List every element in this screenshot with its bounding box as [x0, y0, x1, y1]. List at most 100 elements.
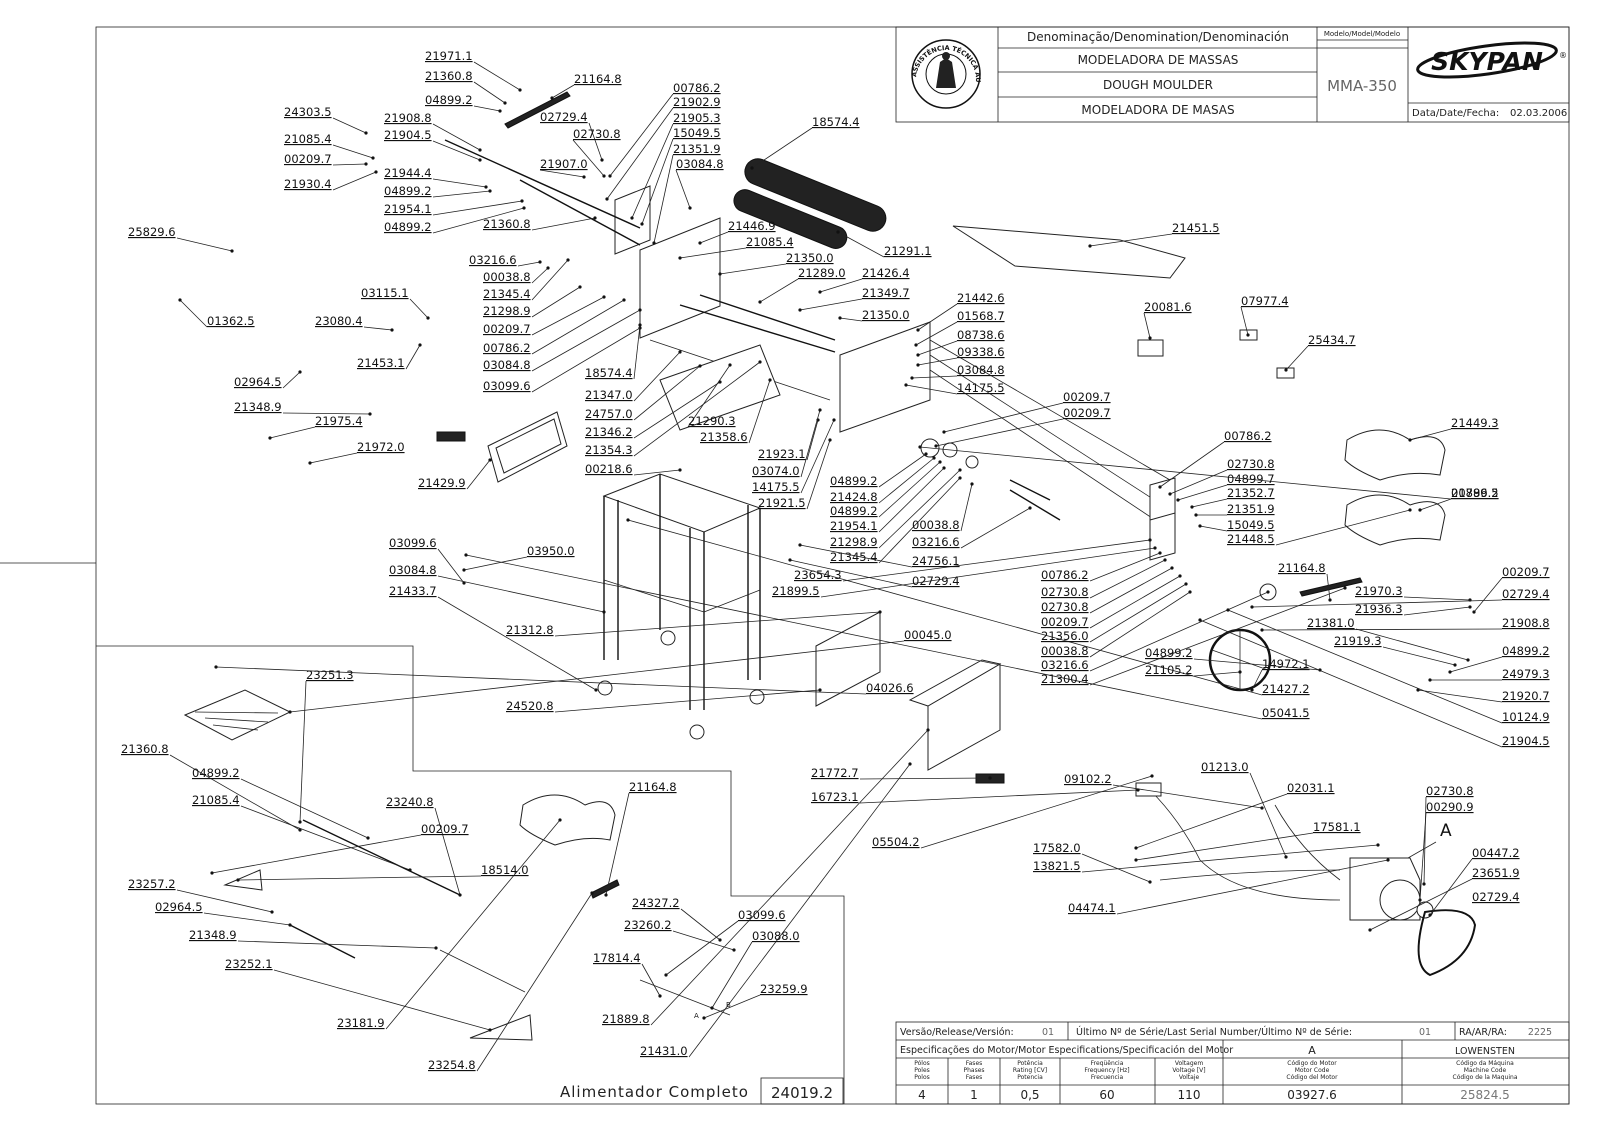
- leader-dot: [678, 468, 682, 472]
- ra-label: RA/AR/RA:: [1459, 1027, 1507, 1038]
- part-label: 00786.2: [483, 341, 531, 355]
- spec-header: Pólos: [914, 1060, 930, 1067]
- part-label: 03115.1: [361, 286, 409, 300]
- leader-line: [680, 908, 721, 941]
- leader-dot: [1466, 658, 1470, 662]
- part-label: 21433.7: [389, 584, 437, 598]
- leader-dot: [408, 868, 412, 872]
- leader-dot: [1416, 688, 1420, 692]
- leader-dot: [1198, 618, 1202, 622]
- part-label: 23080.4: [315, 314, 363, 328]
- part-label: 21352.7: [1227, 486, 1275, 500]
- leader-line: [211, 834, 422, 874]
- leader-dot: [458, 893, 462, 897]
- leader-line: [531, 299, 625, 355]
- leader-dot: [582, 175, 586, 179]
- leader-line: [237, 875, 482, 881]
- leader-line: [1135, 793, 1288, 849]
- leader-dot: [1246, 333, 1250, 337]
- leader-line: [859, 777, 991, 780]
- leader-line: [551, 84, 575, 99]
- spec-header: Código do Motor: [1287, 1060, 1337, 1067]
- leader-dot: [1198, 524, 1202, 528]
- leader-dot: [1266, 590, 1270, 594]
- leader-line: [473, 61, 521, 91]
- leader-dot: [230, 249, 234, 253]
- leader-dot: [970, 482, 974, 486]
- part-label: 21300.4: [1041, 672, 1089, 686]
- leader-dot: [605, 197, 609, 201]
- leader-line: [1227, 609, 1503, 724]
- part-label: 03099.6: [738, 908, 786, 922]
- leader-line: [466, 459, 491, 490]
- motor-spec-label: Especificações do Motor/Motor Especifica…: [900, 1045, 1233, 1056]
- denomination-header: Denominação/Denomination/Denominación: [1027, 30, 1289, 44]
- part-label: 02730.8: [1041, 600, 1089, 614]
- leader-line: [1275, 509, 1411, 546]
- part-label: 21298.9: [830, 535, 878, 549]
- part-label: 00786.2: [1041, 568, 1089, 582]
- name-pt: MODELADORA DE MASSAS: [1078, 53, 1239, 67]
- leader-line: [517, 261, 541, 267]
- part-label: 00038.8: [912, 518, 960, 532]
- leader-line: [719, 263, 787, 275]
- part-label: 02729.4: [1472, 890, 1520, 904]
- part-label: 21291.1: [884, 244, 932, 258]
- leader-dot: [838, 316, 842, 320]
- leader-line: [572, 139, 605, 177]
- leader-dot: [798, 308, 802, 312]
- part-label: 21356.0: [1041, 629, 1089, 643]
- part-label: 21085.4: [746, 235, 794, 249]
- part-label: 21899.5: [1451, 486, 1499, 500]
- leader-line: [1403, 606, 1471, 616]
- leader-dot: [836, 230, 840, 234]
- part-label: 21427.2: [1262, 682, 1310, 696]
- leader-dot: [1408, 438, 1412, 442]
- leader-line: [363, 326, 393, 331]
- leader-dot: [626, 518, 630, 522]
- leader-dot: [658, 994, 662, 998]
- leader-dot: [918, 445, 922, 449]
- leader-line: [748, 379, 771, 444]
- leader-line: [837, 231, 885, 258]
- leader-dot: [1134, 846, 1138, 850]
- authorized-service-seal: ASSISTÊNCIA TÉCNICA AUTORIZADA: [0, 0, 982, 109]
- leader-dot: [1343, 586, 1347, 590]
- date-label: Data/Date/Fecha:: [1412, 108, 1499, 119]
- leader-line: [437, 575, 605, 613]
- part-label: 04474.1: [1068, 901, 1116, 915]
- leader-line: [1116, 859, 1389, 915]
- part-label: 00038.8: [1041, 644, 1089, 658]
- leader-line: [1403, 596, 1471, 601]
- part-label: 21908.8: [384, 111, 432, 125]
- part-label: 18574.4: [585, 366, 633, 380]
- leader-line: [531, 327, 641, 393]
- spec-header: Frecuencia: [1091, 1074, 1124, 1081]
- part-label: 21448.5: [1227, 532, 1275, 546]
- leader-line: [699, 231, 729, 244]
- part-label: 00786.2: [1451, 486, 1499, 500]
- leader-line: [176, 237, 233, 252]
- leader-line: [554, 611, 881, 637]
- leader-line: [1417, 689, 1503, 703]
- leader-dot: [622, 298, 626, 302]
- part-label: 02730.8: [1041, 585, 1089, 599]
- leader-dot: [546, 266, 550, 270]
- part-label: 13821.5: [1033, 859, 1081, 873]
- part-label: 23254.8: [428, 1058, 476, 1072]
- leader-line: [432, 178, 487, 188]
- part-label: 01568.7: [957, 309, 1005, 323]
- leader-line: [273, 969, 491, 1031]
- leader-line: [878, 453, 927, 488]
- leader-dot: [558, 818, 562, 822]
- part-label: 21449.3: [1451, 416, 1499, 430]
- leader-line: [473, 81, 506, 104]
- leader-dot: [236, 878, 240, 882]
- leader-dot: [366, 836, 370, 840]
- leader-line: [531, 296, 605, 336]
- part-label: 21908.8: [1502, 616, 1550, 630]
- part-label: 21360.8: [425, 69, 473, 83]
- leader-line: [703, 994, 761, 1019]
- part-label: 21899.5: [772, 584, 820, 598]
- leader-dot: [1148, 538, 1152, 542]
